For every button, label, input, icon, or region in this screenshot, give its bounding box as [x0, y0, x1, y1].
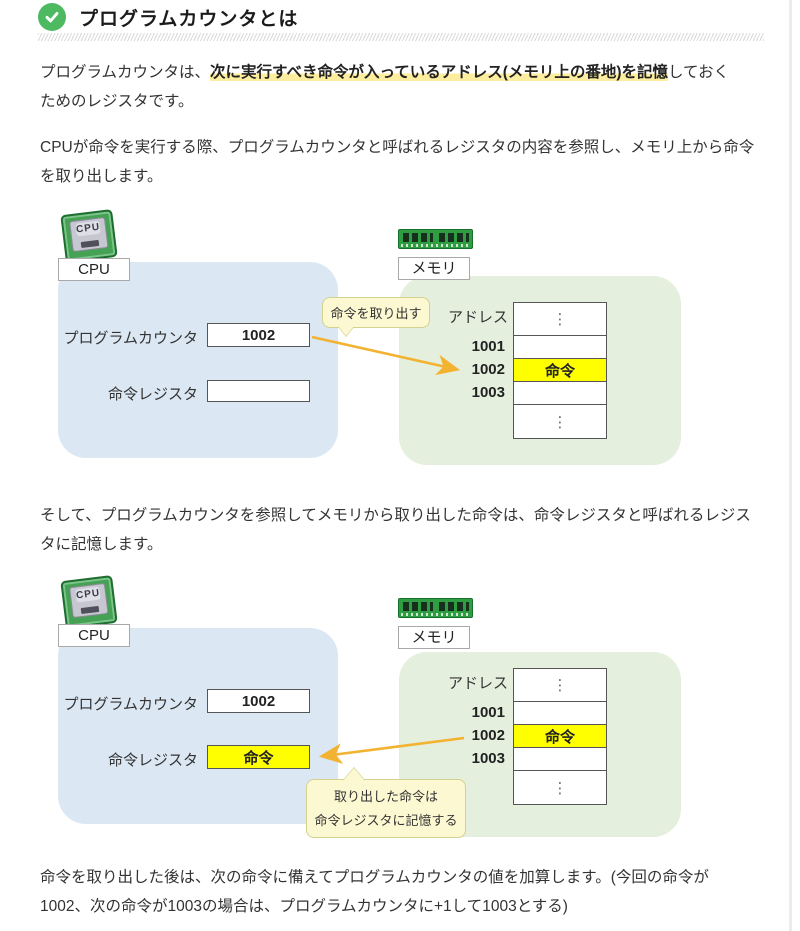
paragraph-store: そして、プログラムカウンタを参照してメモリから取り出した命令は、命令レジスタと呼…: [40, 501, 770, 559]
memory-cell-ellipsis: ⋮: [514, 771, 606, 804]
memory-table: ⋮ 命令 ⋮: [513, 668, 607, 805]
paragraph-line: を取り出します。: [40, 168, 163, 185]
cpu-die-label: CPU: [75, 586, 101, 603]
paragraph-increment: 命令を取り出した後は、次の命令に備えてプログラムカウンタの値を加算します。(今回…: [40, 863, 770, 921]
paragraph-line: ためのレジスタです。: [40, 93, 194, 110]
paragraph-line: 命令を取り出した後は、次の命令に備えてプログラムカウンタの値を加算します。(今回…: [40, 869, 709, 886]
memory-tag: メモリ: [398, 626, 470, 649]
instruction-register-value: [207, 380, 310, 402]
cpu-slot: [80, 239, 100, 249]
cpu-slot: [80, 605, 100, 615]
paragraph-line: タに記憶します。: [40, 536, 163, 553]
text-highlighted: 次に実行すべき命令が入っているアドレス(メモリ上の番地)を記憶: [210, 64, 669, 81]
ram-stick-icon: [398, 229, 473, 249]
paragraph-line: CPUが命令を実行する際、プログラムカウンタと呼ばれるレジスタの内容を参照し、メ…: [40, 139, 755, 156]
check-circle-icon: [38, 3, 66, 31]
cpu-tag: CPU: [58, 258, 130, 281]
cpu-tag: CPU: [58, 624, 130, 647]
callout-text: 命令を取り出す: [330, 306, 422, 321]
address-number: 1002: [471, 727, 505, 744]
memory-cell-ellipsis: ⋮: [514, 405, 606, 438]
memory-cell: [514, 382, 606, 405]
paragraph-intro: プログラムカウンタは、次に実行すべき命令が入っているアドレス(メモリ上の番地)を…: [40, 58, 770, 116]
address-number: 1001: [471, 338, 505, 355]
ram-chips: [439, 602, 469, 611]
memory-cell: [514, 748, 606, 771]
fetch-callout-bubble: 命令を取り出す: [322, 297, 430, 336]
memory-cell-instruction: 命令: [514, 725, 606, 748]
cpu-chip-icon: CPU: [60, 209, 118, 263]
cpu-chip-icon: CPU: [60, 575, 118, 629]
hatched-divider: [38, 33, 764, 41]
cpu-panel: [58, 628, 338, 824]
memory-cell-instruction: 命令: [514, 359, 606, 382]
instruction-register-value: 命令: [207, 745, 310, 769]
ram-chips: [403, 602, 433, 611]
cpu-die: CPU: [69, 216, 109, 253]
memory-tag: メモリ: [398, 257, 470, 280]
store-callout-bubble: 取り出した命令は 命令レジスタに記憶する: [306, 768, 466, 838]
cpu-die: CPU: [69, 582, 109, 619]
ram-chips: [403, 233, 433, 242]
section-title: プログラムカウンタとは: [79, 8, 299, 30]
paragraph-fetch: CPUが命令を実行する際、プログラムカウンタと呼ばれるレジスタの内容を参照し、メ…: [40, 133, 770, 191]
program-counter-value: 1002: [207, 689, 310, 713]
paragraph-line: 1002、次の命令が1003の場合は、プログラムカウンタに+1して1003とする…: [40, 898, 568, 915]
address-number: 1003: [471, 384, 505, 401]
memory-table: ⋮ 命令 ⋮: [513, 302, 607, 439]
program-counter-label: プログラムカウンタ: [63, 696, 198, 713]
address-number: 1002: [471, 361, 505, 378]
text-plain: プログラムカウンタは、: [40, 64, 211, 81]
bubble-tail: [343, 768, 365, 781]
program-counter-value: 1002: [207, 323, 310, 347]
bubble-tail: [338, 326, 354, 336]
page-right-border: [789, 0, 792, 931]
cpu-panel: [58, 262, 338, 458]
paragraph-line: そして、プログラムカウンタを参照してメモリから取り出した命令は、命令レジスタと呼…: [40, 507, 751, 524]
ram-chips: [439, 233, 469, 242]
memory-cell: [514, 702, 606, 725]
memory-cell-ellipsis: ⋮: [514, 303, 606, 336]
ram-pins: [401, 613, 470, 616]
memory-cell: [514, 336, 606, 359]
address-header: アドレス: [448, 309, 509, 326]
paragraph-line: プログラムカウンタは、次に実行すべき命令が入っているアドレス(メモリ上の番地)を…: [40, 58, 770, 87]
memory-cell-ellipsis: ⋮: [514, 669, 606, 702]
ram-pins: [401, 244, 470, 247]
address-number: 1001: [471, 704, 505, 721]
ram-stick-icon: [398, 598, 473, 618]
address-number: 1003: [471, 750, 505, 767]
program-counter-label: プログラムカウンタ: [63, 330, 198, 347]
text-plain: しておく: [668, 64, 730, 81]
address-header: アドレス: [448, 675, 509, 692]
callout-text-line1: 取り出した命令は: [333, 788, 438, 804]
callout-text-line2: 命令レジスタに記憶する: [314, 812, 458, 828]
instruction-register-label: 命令レジスタ: [107, 386, 198, 403]
cpu-die-label: CPU: [75, 220, 101, 237]
section-heading: プログラムカウンタとは: [38, 2, 298, 32]
instruction-register-label: 命令レジスタ: [107, 752, 198, 769]
